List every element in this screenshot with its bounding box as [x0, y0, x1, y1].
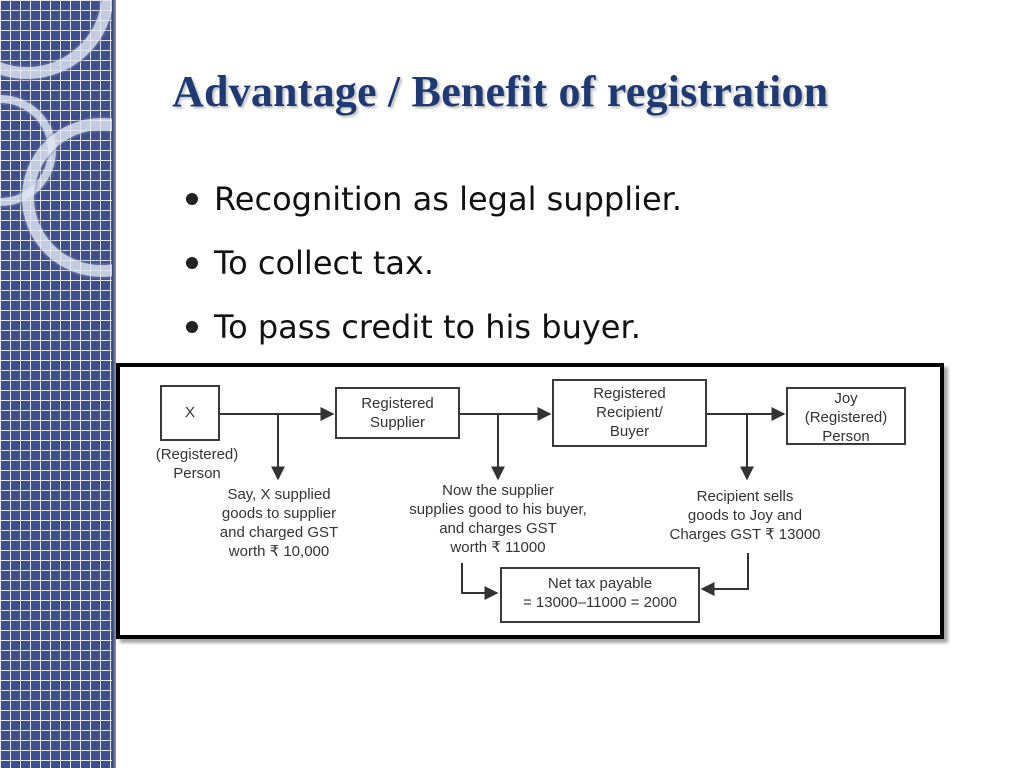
note-line: supplies good to his buyer, [409, 501, 587, 518]
note-line: and charges GST [439, 520, 557, 537]
label-line: = 13000–11000 = 2000 [522, 594, 678, 611]
panel-edge [112, 0, 116, 768]
label-line: Recipient/ [596, 404, 663, 421]
bullet-text: To pass credit to his buyer. [214, 308, 641, 346]
note-line: Recipient sells [696, 488, 794, 505]
box-recipient-text: Registered Recipient/ Buyer [554, 384, 705, 441]
box-registered-supplier: Registered Supplier [335, 387, 460, 439]
note-line: goods to Joy and [687, 507, 803, 524]
box-x: X [160, 385, 220, 441]
note-line: and charged GST [219, 524, 339, 541]
note-line: worth ₹ 11000 [450, 539, 546, 556]
decorative-grid-panel [0, 0, 112, 768]
bullet-item: Recognition as legal supplier. [180, 172, 682, 236]
bullet-dot-icon [186, 193, 198, 205]
box-supplier-text: Registered Supplier [337, 394, 458, 432]
box-x-label: X [184, 404, 195, 421]
label-line: Person [822, 428, 870, 445]
net-tax-text: Net tax payable = 13000–11000 = 2000 [502, 574, 698, 612]
label-line: Registered [593, 385, 666, 402]
label-line: Person [173, 465, 221, 482]
note-recipient-sells: Recipient sells goods to Joy and Charges… [650, 487, 840, 544]
note-line: Now the supplier [442, 482, 554, 499]
gst-flow-diagram: X (Registered) Person Registered Supplie… [116, 363, 944, 639]
bullet-item: To collect tax. [180, 236, 682, 300]
label-x-person: (Registered) Person [142, 445, 252, 483]
box-registered-recipient: Registered Recipient/ Buyer [552, 379, 707, 447]
bullet-text: Recognition as legal supplier. [214, 180, 683, 218]
box-joy: Joy (Registered) Person [786, 387, 906, 445]
note-x-supplied: Say, X supplied goods to supplier and ch… [204, 485, 354, 561]
label-line: (Registered) [155, 446, 239, 463]
arrow-to-net-tax-right [700, 553, 749, 596]
box-joy-text: Joy (Registered) Person [788, 389, 904, 446]
decorative-ring [0, 0, 112, 79]
bullet-list: Recognition as legal supplier. To collec… [180, 172, 682, 364]
bullet-item: To pass credit to his buyer. [180, 300, 682, 364]
label-line: Registered [361, 395, 434, 412]
box-net-tax-payable: Net tax payable = 13000–11000 = 2000 [500, 567, 700, 623]
note-supplier-supplies: Now the supplier supplies good to his bu… [388, 481, 608, 557]
label-line: Supplier [369, 414, 426, 431]
bullet-text: To collect tax. [214, 244, 435, 282]
bullet-dot-icon [186, 257, 198, 269]
diagram-connectors [220, 407, 786, 600]
slide-title: Advantage / Benefit of registration [172, 67, 829, 116]
label-line: Net tax payable [547, 575, 653, 592]
note-line: Charges GST ₹ 13000 [669, 526, 821, 543]
label-line: Buyer [609, 423, 650, 440]
label-line: (Registered) [804, 409, 888, 426]
note-line: goods to supplier [221, 505, 337, 522]
bullet-dot-icon [186, 321, 198, 333]
note-line: worth ₹ 10,000 [228, 543, 330, 560]
arrow-to-net-tax-left [461, 563, 499, 600]
label-line: Joy [834, 390, 858, 407]
note-line: Say, X supplied [227, 486, 331, 503]
